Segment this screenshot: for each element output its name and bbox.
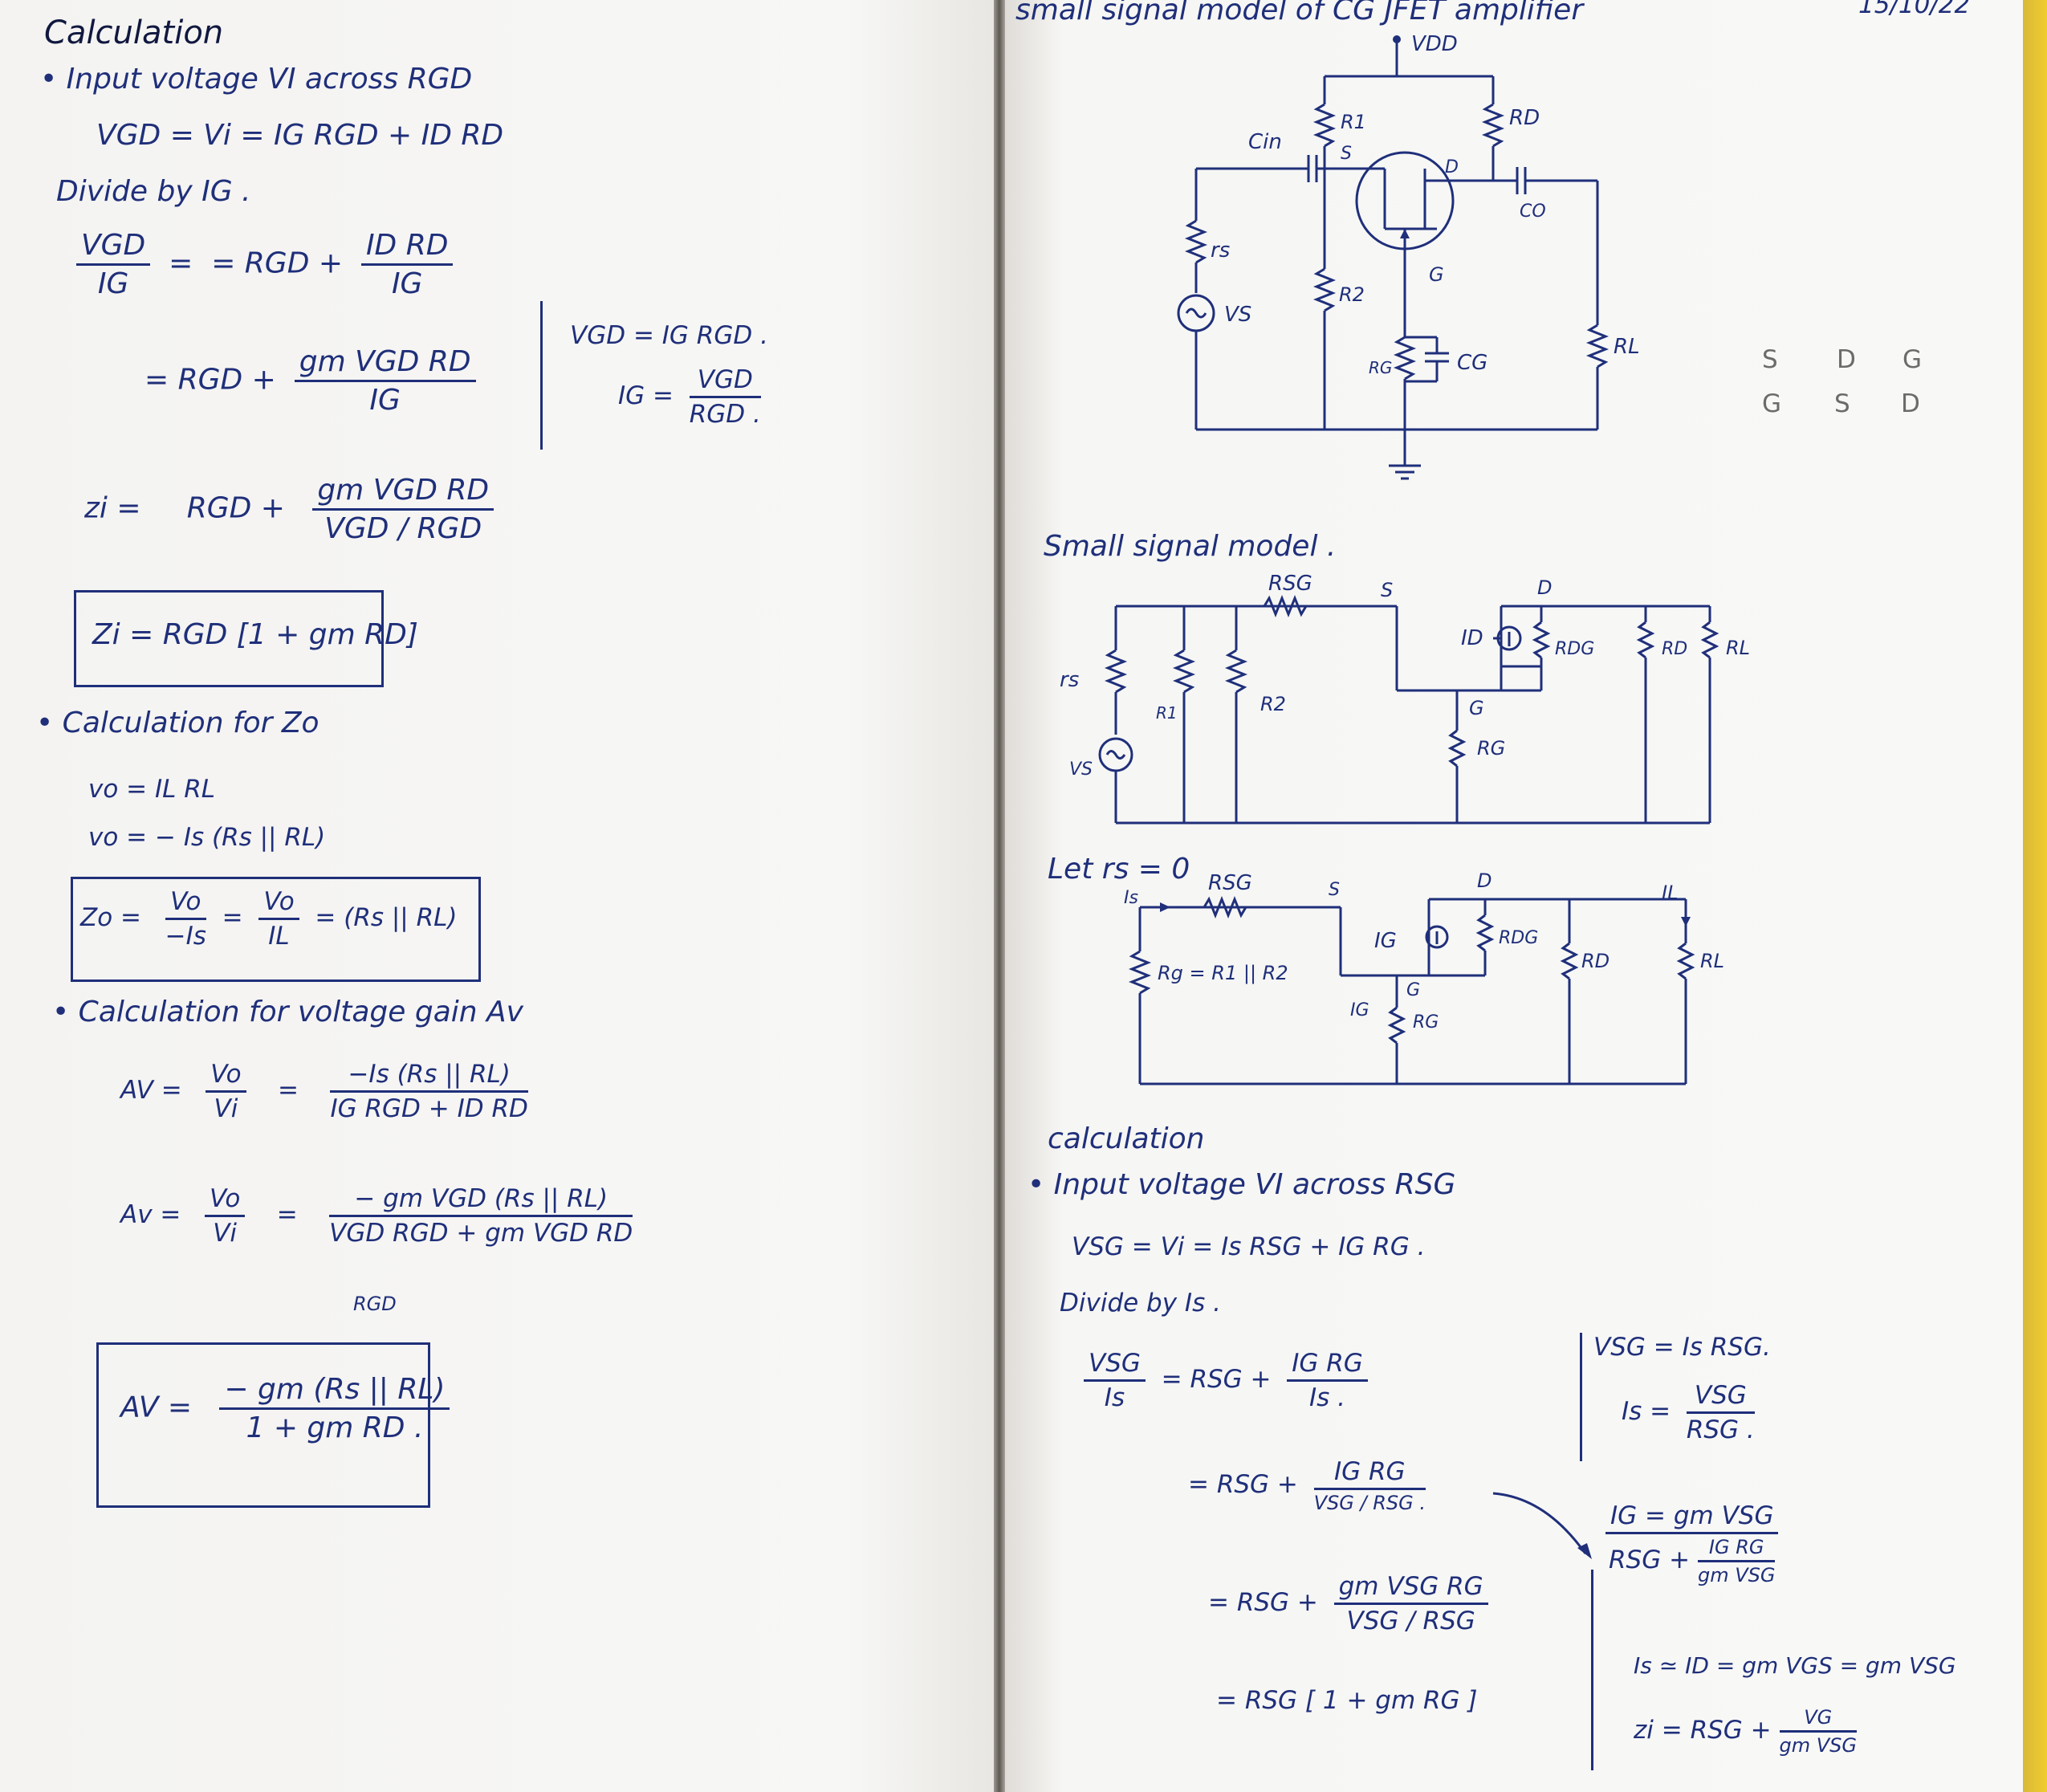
vo-equation-2: vo = − Is (Rs || RL)	[88, 823, 326, 852]
av-result: AV = − gm (Rs || RL)1 + gm RD .	[120, 1373, 450, 1444]
zo-result-box	[71, 877, 481, 982]
label-cin: Cin	[1248, 130, 1282, 154]
label-s: S	[1329, 880, 1340, 900]
margin-letter: D	[1901, 389, 1920, 418]
label-s: S	[1341, 144, 1352, 164]
label-r2: R2	[1260, 693, 1286, 715]
label-rdg: RDG	[1555, 639, 1594, 659]
margin-letter: S	[1834, 389, 1850, 418]
label-rd-b: RD	[1581, 950, 1610, 972]
label-g: G	[1469, 697, 1484, 719]
label-ig: IG	[1374, 929, 1397, 953]
right-notebook-page	[1002, 0, 2023, 1792]
side-note-vgd: VGD = IG RGD .	[570, 321, 768, 350]
label-cg: CG	[1457, 351, 1487, 375]
zi-result: Zi = RGD [1 + gm RD]	[92, 618, 418, 651]
label-ig-2: IG	[1350, 1000, 1369, 1020]
cg-jfet-amplifier-circuit: VDD R1 RD Cin S D CO rs G R2 VS RL RG CG	[1177, 32, 1640, 480]
label-rg: RG	[1369, 358, 1392, 377]
right-page-title: small signal model of CG JFET amplifier	[1015, 0, 1584, 26]
label-rg-eq: Rg = R1 || R2	[1158, 962, 1288, 984]
side-note-divider	[540, 301, 543, 450]
av-equation-2-rgd: RGD	[353, 1293, 397, 1315]
label-rs: rs	[1060, 668, 1079, 692]
label-rl: RL	[1700, 950, 1724, 972]
label-rg: RG	[1413, 1012, 1439, 1032]
label-g: G	[1406, 980, 1420, 1000]
label-rd: RD	[1662, 639, 1687, 659]
simplified-model-circuit: Is RSG S D IG RDG IL RD RL Rg = R1 || R2…	[1124, 870, 1724, 1085]
label-id: ID	[1461, 626, 1483, 650]
label-rg: RG	[1477, 737, 1505, 760]
small-signal-model-title: Small signal model .	[1044, 530, 1337, 563]
av-heading: • Calculation for voltage gain Av	[52, 996, 523, 1028]
zo-heading: • Calculation for Zo	[36, 707, 319, 739]
small-signal-model-circuit: RSG S D ID RDG RD RL rs R1 R2 G RG VS	[1060, 574, 1750, 825]
label-r1: R1	[1341, 111, 1366, 133]
divide-by-ig: Divide by IG .	[56, 175, 251, 208]
label-is: Is	[1124, 888, 1138, 908]
label-s: S	[1381, 579, 1393, 601]
side-note-vsg: VSG = Is RSG.	[1593, 1333, 1771, 1362]
label-rd: RD	[1509, 106, 1540, 130]
notebook-gutter	[994, 0, 1005, 1792]
label-d: D	[1445, 157, 1459, 177]
page-date: 15/10/22	[1858, 0, 1971, 19]
input-voltage-heading: • Input voltage VI across RGD	[40, 63, 473, 96]
label-rl: RL	[1614, 335, 1640, 359]
zi-result-box	[74, 590, 384, 687]
label-vs: VS	[1069, 760, 1093, 780]
side-note-divider-right-1	[1580, 1333, 1582, 1461]
av-result-box	[96, 1342, 430, 1508]
margin-letter: D	[1837, 345, 1856, 374]
side-note-divider-right-2	[1591, 1570, 1593, 1770]
label-r1: R1	[1156, 703, 1178, 723]
calculation-title: calculation	[1048, 1122, 1205, 1155]
input-voltage-heading-right: • Input voltage VI across RSG	[1028, 1168, 1456, 1201]
left-notebook-page	[0, 0, 997, 1792]
label-vdd: VDD	[1411, 32, 1458, 56]
side-note-is-id: Is ≃ ID = gm VGS = gm VSG	[1634, 1652, 1956, 1679]
divide-by-is: Divide by Is .	[1060, 1289, 1221, 1318]
vgd-equation: VGD = Vi = IG RGD + ID RD	[96, 119, 504, 152]
rsg-equation-5: = RSG [ 1 + gm RG ]	[1216, 1686, 1478, 1715]
page-title: Calculation	[44, 14, 224, 51]
label-rsg: RSG	[1208, 871, 1252, 895]
label-vs: VS	[1224, 303, 1251, 327]
label-r2: R2	[1339, 283, 1365, 306]
label-g: G	[1429, 263, 1444, 286]
label-rdg: RDG	[1499, 928, 1538, 948]
label-rsg: RSG	[1268, 574, 1312, 596]
let-rs-zero: Let rs = 0	[1048, 853, 1190, 886]
label-co: CO	[1520, 202, 1546, 222]
margin-letter: G	[1903, 345, 1923, 374]
derivation-arrow	[1492, 1492, 1592, 1559]
margin-letter: S	[1762, 345, 1778, 374]
vsg-equation: VSG = Vi = Is RSG + IG RG .	[1072, 1232, 1426, 1261]
margin-letter: G	[1762, 389, 1782, 418]
label-rs: rs	[1211, 238, 1230, 263]
label-d: D	[1477, 870, 1492, 892]
label-d: D	[1537, 576, 1552, 599]
label-rl: RL	[1726, 637, 1750, 659]
notebook-edge	[2023, 0, 2047, 1792]
vo-equation-1: vo = IL RL	[88, 775, 216, 804]
label-il: IL	[1662, 882, 1678, 904]
